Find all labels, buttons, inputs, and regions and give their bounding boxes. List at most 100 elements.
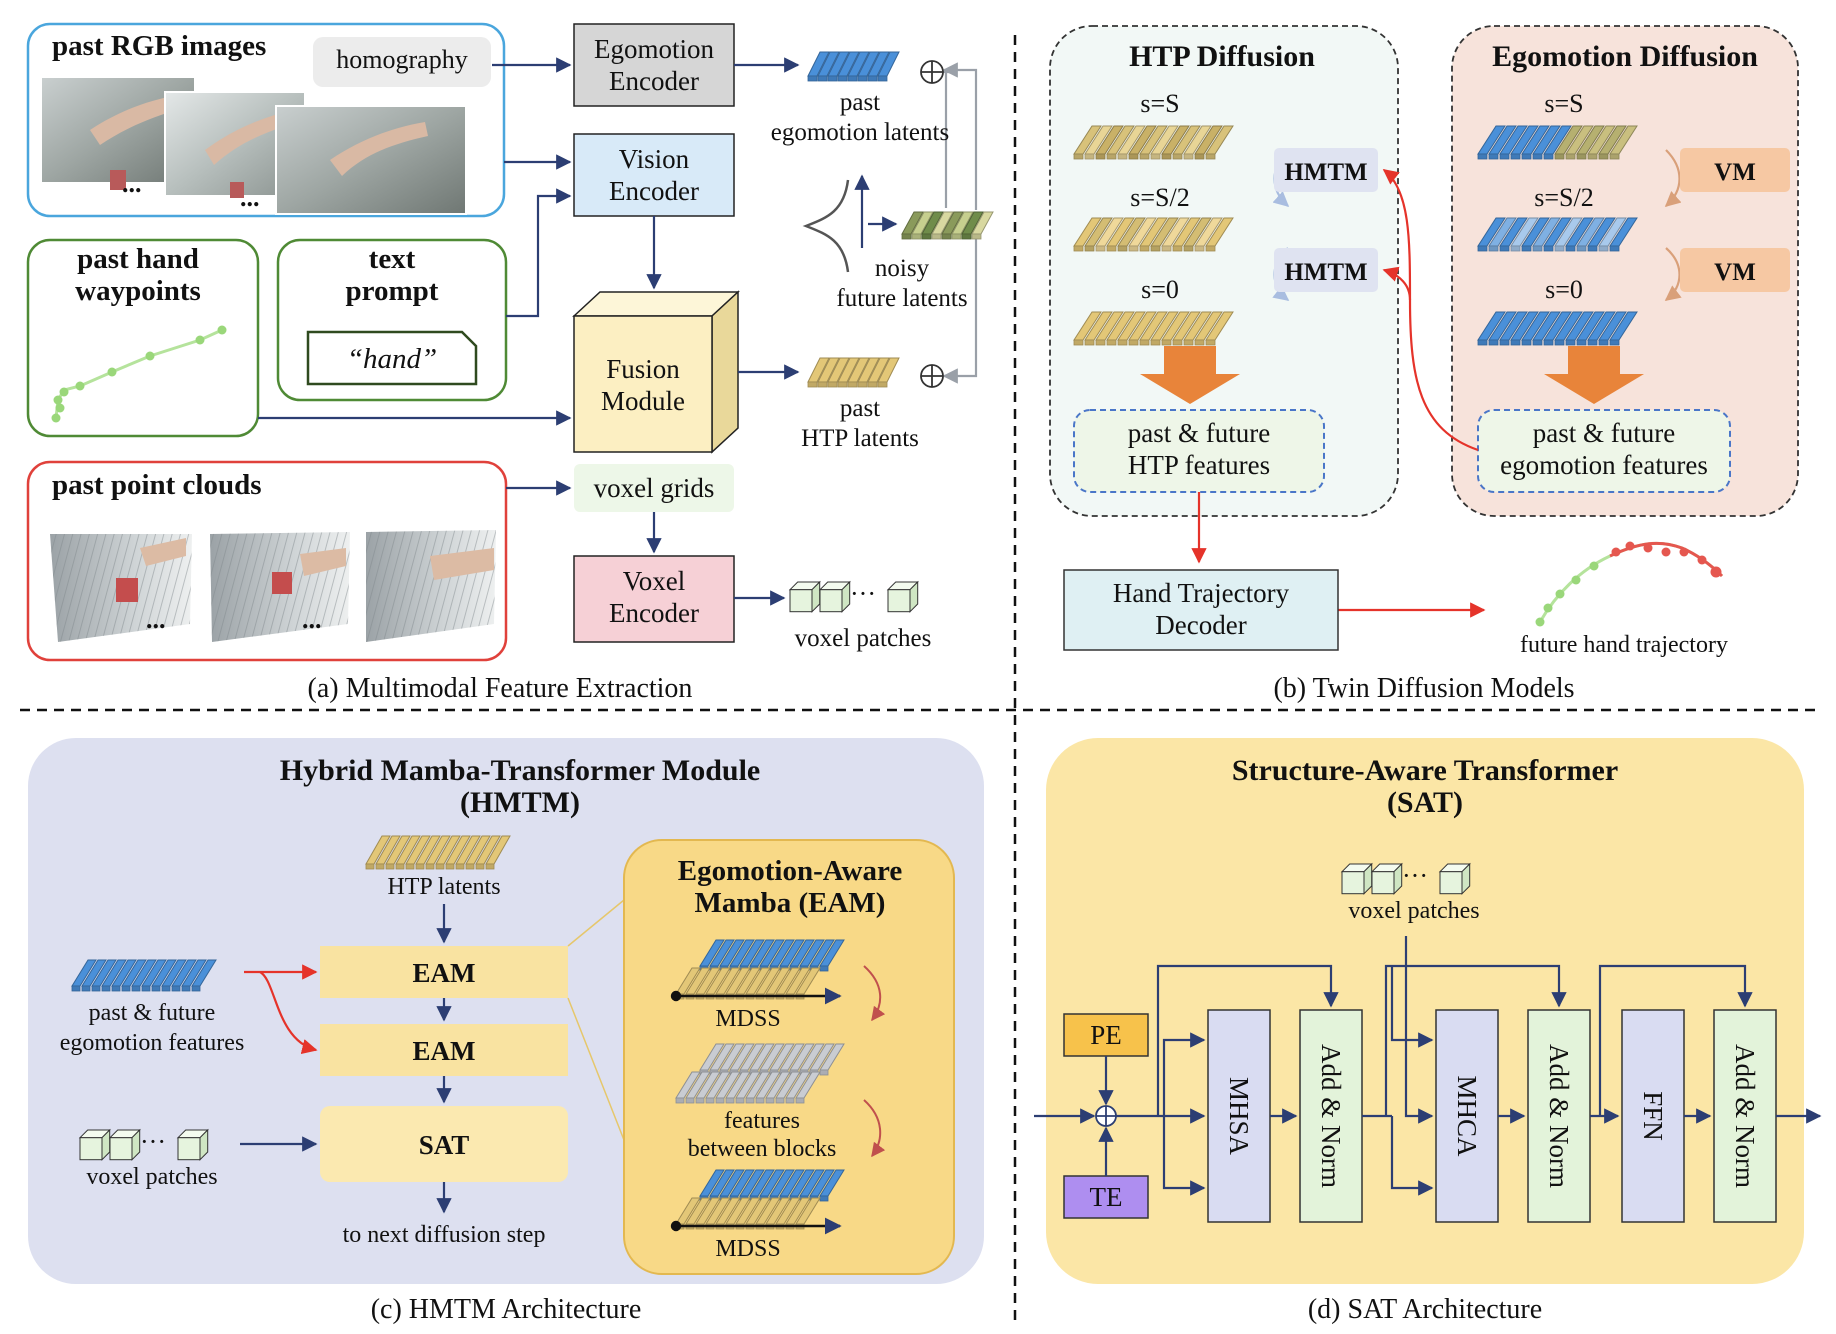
hmtm-label-1: HMTM	[1284, 159, 1367, 186]
eam-flow-arrows	[863, 965, 886, 1158]
eam-between-token-base	[745, 1097, 755, 1104]
ffn-label: FFN	[1638, 1091, 1668, 1141]
noise-add-arrows	[942, 62, 978, 384]
voxel-patches-label: voxel patches	[795, 625, 932, 652]
htp-token-s-base	[1106, 153, 1117, 160]
htp-down-arrow	[1140, 346, 1240, 404]
panel-dividers	[20, 35, 1820, 1320]
noisy-latent-token-base	[911, 233, 922, 240]
htp-token-0-base	[1084, 339, 1095, 346]
addnorm-block-3	[1713, 1009, 1777, 1223]
sat-voxel-patches: ···	[1340, 861, 1471, 895]
vision-encoder-label-1: Vision	[619, 144, 690, 174]
hmtm-red-arrows	[244, 964, 318, 1055]
sat-label: SAT	[419, 1130, 470, 1160]
htp-token-s-base	[1128, 153, 1139, 160]
htp-latent-token-base	[857, 381, 868, 388]
panel-a-multimodal-feature-extraction: past RGB images homography ... ... past …	[26, 22, 994, 704]
hand-waypoints-box	[26, 238, 260, 438]
htp-diffusion-title: HTP Diffusion	[1129, 40, 1315, 73]
hmtm-voxel-patches-label: voxel patches	[86, 1164, 217, 1190]
ego-token-s-half-base	[1587, 245, 1598, 252]
mdss-label-2: MDSS	[715, 1236, 780, 1262]
past-ego-latents-label-2: egomotion latents	[771, 119, 949, 146]
panel-b-red-arrows	[1191, 169, 1486, 618]
eam-ego-token-bottom-base	[819, 1195, 829, 1202]
htp-token-s-base	[1183, 153, 1194, 160]
homography-label: homography	[336, 45, 467, 74]
htp-token-0-base	[1128, 339, 1139, 346]
hmtm-htp-latents	[365, 835, 511, 870]
htp-features-box	[1073, 409, 1325, 493]
hmtm-ego-features	[71, 959, 217, 992]
hmtm-htp-token-base	[485, 863, 495, 870]
hmtm-ego-token-base	[111, 985, 121, 992]
panel-a-caption: (a) Multimodal Feature Extraction	[308, 673, 693, 704]
ego-token-s-half-base	[1576, 245, 1587, 252]
vm-label-1: VM	[1714, 159, 1756, 186]
hmtm-htp-token-base	[465, 863, 475, 870]
past-ego-latents-label-1: past	[840, 89, 880, 116]
hand-waypoints-title-2: waypoints	[75, 275, 201, 307]
htp-latent-token-base	[847, 381, 858, 388]
vm-label-2: VM	[1714, 259, 1756, 286]
future-trajectory-label: future hand trajectory	[1520, 632, 1728, 658]
point-cloud-renders: ... ...	[50, 530, 496, 642]
htp-token-s-half-base	[1073, 245, 1084, 252]
voxel-cube	[1439, 871, 1463, 895]
panel-c-caption: (c) HMTM Architecture	[371, 1294, 642, 1325]
ego-token-0-base	[1565, 339, 1576, 346]
fusion-module-cube: Fusion Module	[572, 290, 740, 454]
htp-latent-token-base	[807, 381, 818, 388]
ego-token-s-half-base	[1499, 245, 1510, 252]
htp-token-s-base	[1194, 153, 1205, 160]
te-label: TE	[1090, 1182, 1123, 1212]
hmtm-voxel-patches: ···	[78, 1127, 209, 1161]
htp-token-s-base	[1095, 153, 1106, 160]
htp-token-0-base	[1150, 339, 1161, 346]
rgb-image-stack: ... ...	[42, 78, 467, 215]
egomotion-encoder-box	[573, 23, 735, 107]
ego-token-s-half-base	[1477, 245, 1488, 252]
ego-token-0-base	[1488, 339, 1499, 346]
future-trajectory-curve	[1535, 541, 1724, 627]
htp-token-0-base	[1117, 339, 1128, 346]
egomotion-encoder-label-2: Encoder	[609, 66, 699, 96]
htp-latents-step-s-half	[1073, 217, 1234, 252]
oplus-htp	[920, 364, 944, 388]
hmtm-ego-token-base	[121, 985, 131, 992]
voxel-cube	[79, 1137, 103, 1161]
voxel-grids-tag	[574, 464, 734, 512]
past-htp-latents	[807, 357, 900, 388]
decoder-label-2: Decoder	[1155, 610, 1246, 640]
hmtm-htp-token-base	[475, 863, 485, 870]
eam-between-token-base	[705, 1097, 715, 1104]
eam-detail-title-1: Egomotion-Aware	[678, 855, 903, 887]
htp-token-s-half-base	[1084, 245, 1095, 252]
voxel-dots: ···	[850, 579, 876, 608]
fusion-module-label-2: Module	[601, 386, 685, 416]
panel-d-sat-architecture: Structure-Aware Transformer (SAT) ··· vo…	[1034, 738, 1822, 1325]
voxel-encoder-label-1: Voxel	[623, 566, 686, 596]
ego-step-s: s=S	[1544, 89, 1583, 118]
past-waypoints-curve	[51, 325, 227, 423]
ego-token-s-base	[1598, 153, 1609, 160]
voxel-encoder-label-2: Encoder	[609, 598, 699, 628]
ego-token-s-half-base	[1565, 245, 1576, 252]
htp-token-s-base	[1139, 153, 1150, 160]
eam-between-token-base	[765, 1097, 775, 1104]
htp-latent-token-base	[827, 381, 838, 388]
ego-latent-token-base	[837, 75, 848, 82]
pe-box	[1063, 1013, 1149, 1057]
egomotion-encoder-label-1: Egomotion	[594, 34, 714, 64]
ego-token-s-base	[1576, 153, 1587, 160]
noisy-latent-token-base	[901, 233, 912, 240]
voxel-dots: ···	[1402, 861, 1428, 890]
panel-a-arrows	[258, 57, 898, 606]
ego-token-s-half-base	[1598, 245, 1609, 252]
addnorm-label-3: Add & Norm	[1730, 1044, 1760, 1188]
ego-token-0-base	[1576, 339, 1587, 346]
eam-between-token-base	[819, 1069, 829, 1076]
eam-between-token-base	[675, 1097, 685, 1104]
sat-oplus	[1095, 1105, 1117, 1127]
